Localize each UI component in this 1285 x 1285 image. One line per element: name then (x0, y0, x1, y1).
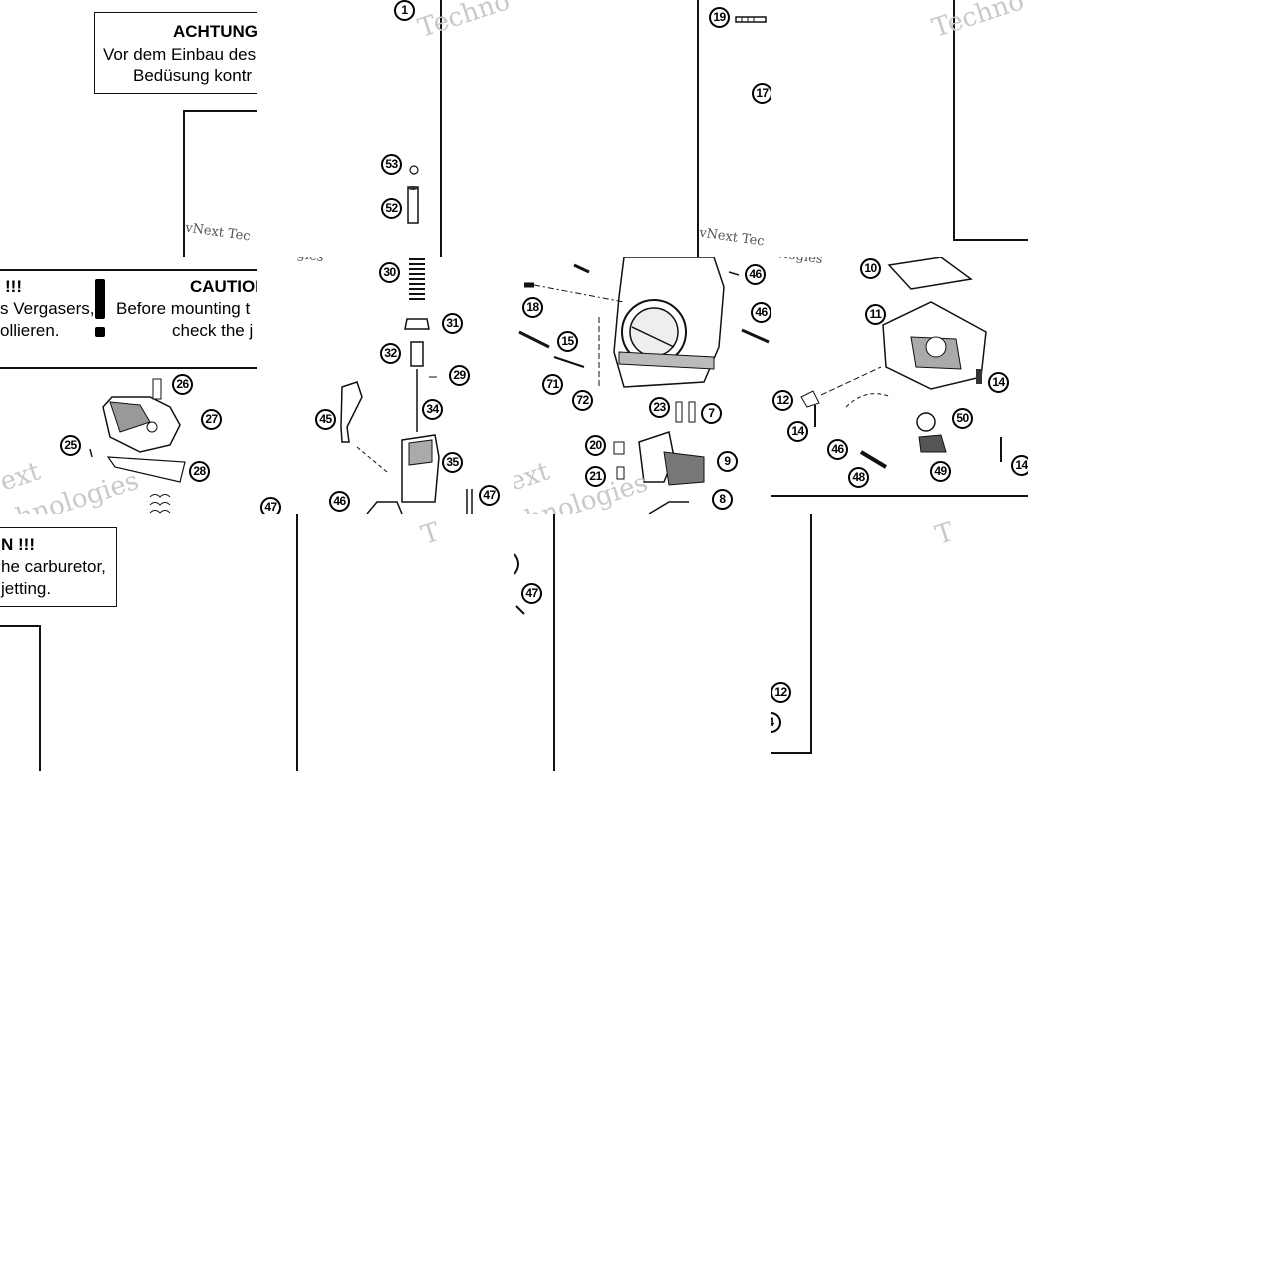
float-bowl-drawing (800, 257, 1002, 469)
callout-14: 14 (988, 372, 1009, 393)
achtung-title: ACHTUNG (173, 22, 257, 41)
achtung-line-1: Vor dem Einbau des (103, 45, 257, 64)
screw-drawing (735, 16, 767, 23)
callout-30: 30 (379, 262, 400, 283)
callout-46: 46 (751, 302, 771, 323)
callout-50: 50 (952, 408, 973, 429)
exclamation-dot-icon (95, 327, 105, 337)
caution-tail-2: jetting. (1, 579, 52, 598)
callout-25: 25 (60, 435, 81, 456)
callout-19: 19 (709, 7, 730, 28)
callout-35: 35 (442, 452, 463, 473)
carburetor-body-drawing (518, 257, 770, 514)
diagram-tile-r2c1: !!! s Vergasers, ollieren. CAUTIOI Befor… (0, 257, 257, 514)
callout-10: 10 (860, 258, 881, 279)
part-fragment-drawing (514, 553, 525, 615)
callout-29: 29 (449, 365, 470, 386)
callout-47: 47 (479, 485, 500, 506)
diagram-tile-r3c4: 12 4 T (771, 514, 1028, 771)
callout-27: 27 (201, 409, 222, 430)
callout-18: 18 (522, 297, 543, 318)
caution-title: CAUTIOI (190, 277, 257, 296)
callout-14: 14 (1011, 455, 1028, 476)
diagram-tile-r1c2: 1 53 52 Techno (257, 0, 514, 257)
callout-46: 46 (745, 264, 766, 285)
callout-46: 46 (827, 439, 848, 460)
exclamation-icon (95, 279, 105, 319)
caution-line-1: Before mounting t (116, 299, 251, 318)
callout-47: 47 (521, 583, 542, 604)
diagram-tile-r2c4: 10 11 12 14 14 50 46 48 49 14 ologies (771, 257, 1028, 514)
jet-part-drawing (407, 165, 419, 224)
callout-71: 71 (542, 374, 563, 395)
callout-46: 46 (329, 491, 350, 512)
callout-1: 1 (394, 0, 415, 21)
callout-49: 49 (930, 461, 951, 482)
callout-8: 8 (712, 489, 733, 510)
diagram-tile-r3c1: N !!! he carburetor, jetting. (0, 514, 257, 771)
caution-line-2: check the j (172, 321, 254, 340)
callout-52: 52 (381, 198, 402, 219)
callout-14: 14 (787, 421, 808, 442)
callout-15: 15 (557, 331, 578, 352)
callout-17: 17 (752, 83, 771, 104)
callout-34: 34 (422, 399, 443, 420)
achtung-suffix: !!! (5, 277, 22, 296)
callout-31: 31 (442, 313, 463, 334)
callout-47: 47 (260, 497, 281, 514)
achtung-notice: ACHTUNG Vor dem Einbau des Bedüsung kont… (94, 12, 257, 94)
callout-28: 28 (189, 461, 210, 482)
callout-23: 23 (649, 397, 670, 418)
achtung-tail-2: ollieren. (0, 321, 60, 340)
callout-4: 4 (771, 712, 781, 733)
callout-21: 21 (585, 466, 606, 487)
callout-26: 26 (172, 374, 193, 395)
caution-tail-1: he carburetor, (1, 557, 106, 576)
callout-53: 53 (381, 154, 402, 175)
callout-48: 48 (848, 467, 869, 488)
callout-72: 72 (572, 390, 593, 411)
achtung-line-2: Bedüsung kontr (133, 66, 253, 85)
callout-20: 20 (585, 435, 606, 456)
callout-12: 12 (772, 390, 793, 411)
diagram-tile-r3c2: T (257, 514, 514, 771)
watermark-text: T (931, 517, 958, 551)
watermark-text: T (417, 517, 444, 551)
slide-needle-drawing (340, 258, 473, 514)
callout-12: 12 (771, 682, 791, 703)
caution-suffix: N !!! (1, 535, 35, 554)
diagram-tile-r1c1: ACHTUNG Vor dem Einbau des Bedüsung kont… (0, 0, 257, 257)
throttle-cover-drawing (89, 378, 186, 514)
caution-notice-box: N !!! he carburetor, jetting. (0, 527, 117, 607)
diagram-tile-r1c3: 19 17 vNext Tec (514, 0, 771, 257)
watermark-text: vNext Tec (184, 220, 252, 245)
callout-9: 9 (717, 451, 738, 472)
callout-45: 45 (315, 409, 336, 430)
diagram-tile-r3c3: 47 (514, 514, 771, 771)
diagram-tile-r1c4: Techno (771, 0, 1028, 257)
achtung-tail-1: s Vergasers, (0, 299, 95, 318)
diagram-tile-r2c2: 30 31 32 29 34 45 35 47 46 47 ologies (257, 257, 514, 514)
callout-11: 11 (865, 304, 886, 325)
callout-7: 7 (701, 403, 722, 424)
callout-32: 32 (380, 343, 401, 364)
watermark-text: Techno (928, 0, 1028, 44)
diagram-tile-r2c3: 18 15 71 72 23 7 20 9 21 8 46 46 ext chn… (514, 257, 771, 514)
